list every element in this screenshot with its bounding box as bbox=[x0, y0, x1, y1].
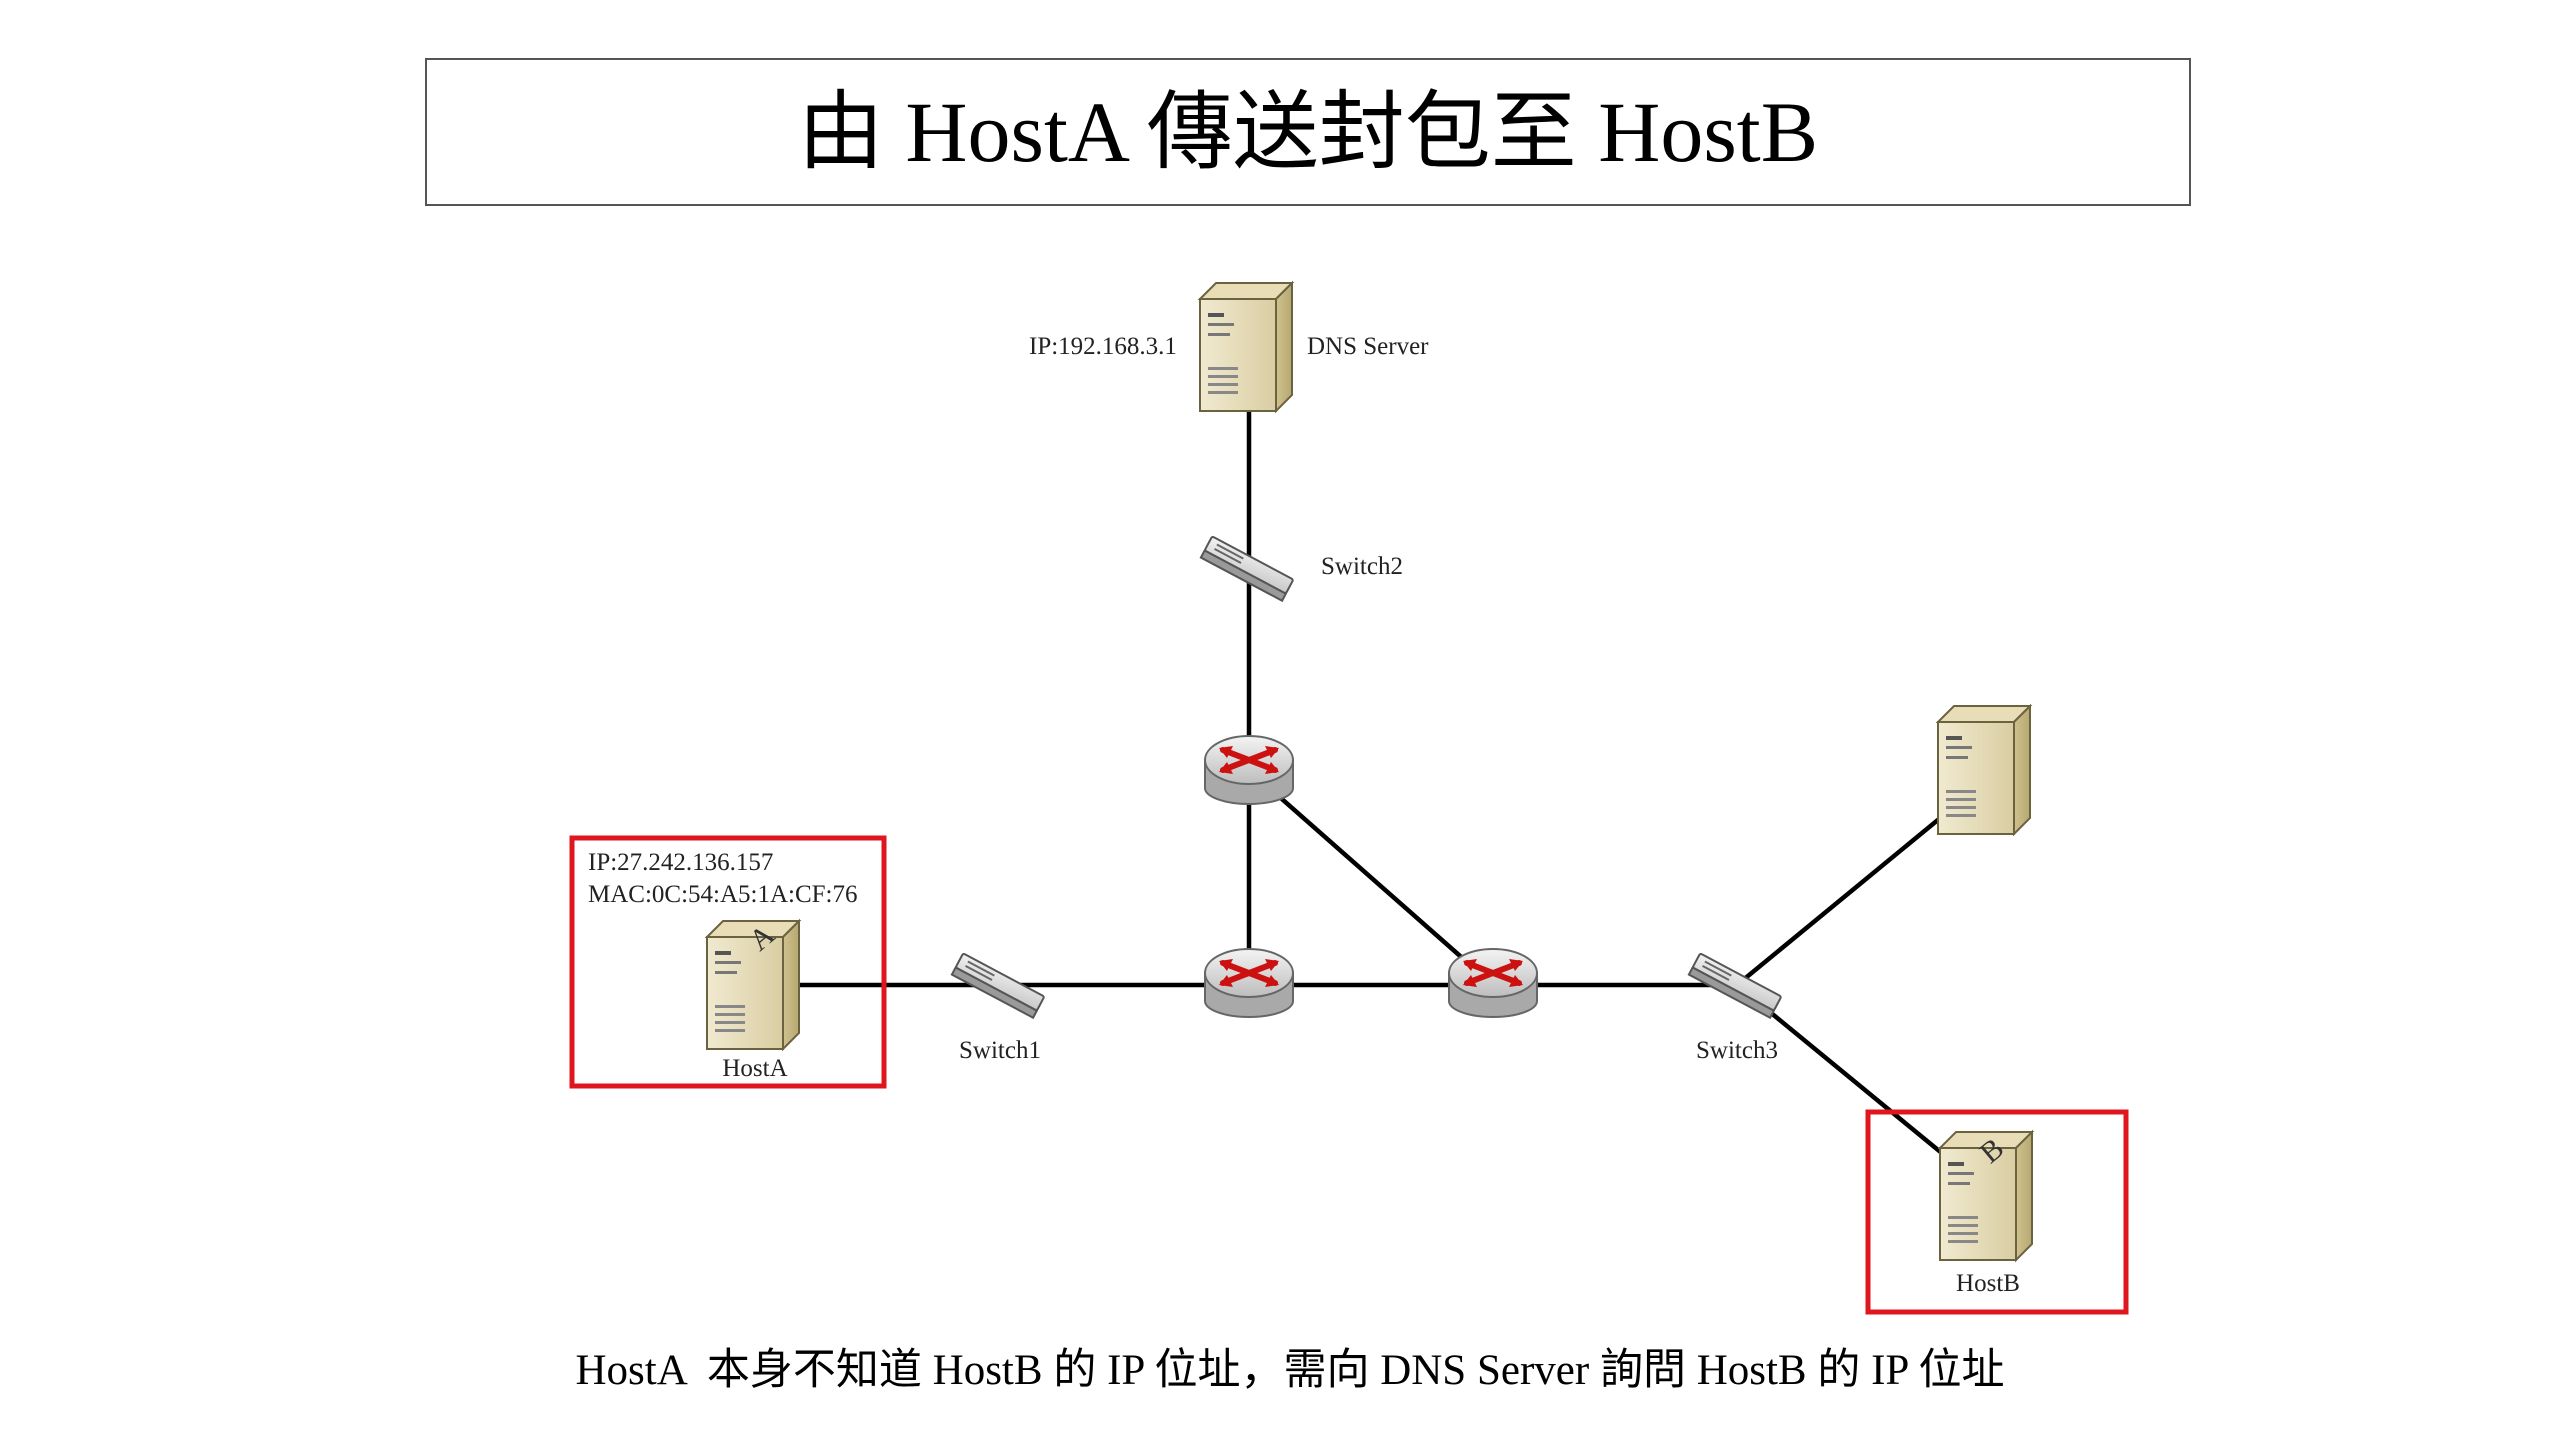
host-a-label: HostA bbox=[722, 1055, 787, 1082]
switch1-label: Switch1 bbox=[959, 1037, 1041, 1064]
switch3[interactable]: Switch3 bbox=[1687, 952, 1783, 1064]
switch3-label: Switch3 bbox=[1696, 1037, 1778, 1064]
router-middle[interactable] bbox=[1205, 949, 1293, 1017]
switch2[interactable]: Switch2 bbox=[1199, 535, 1403, 602]
host-b-label: HostB bbox=[1956, 1270, 2020, 1297]
link-switch3-server-right bbox=[1735, 808, 1952, 987]
caption: HostA 本身不知道 HostB 的 IP 位址，需向 DNS Server … bbox=[575, 1346, 2004, 1394]
host-b[interactable]: B HostB bbox=[1865, 1109, 2129, 1315]
host-a-ip: IP:27.242.136.157 bbox=[588, 849, 773, 876]
server-tower-icon bbox=[1937, 705, 2031, 835]
page-title: 由 HostA 傳送封包至 HostB bbox=[798, 84, 1818, 180]
host-b-highlight bbox=[1865, 1109, 2129, 1315]
server-tower-icon bbox=[1199, 282, 1293, 412]
router-right[interactable] bbox=[1449, 949, 1537, 1017]
title-box bbox=[425, 58, 2191, 206]
server-right[interactable] bbox=[1937, 705, 2031, 835]
link-switch3-hostb bbox=[1735, 983, 1962, 1170]
router-icon bbox=[1205, 736, 1293, 804]
host-a-highlight bbox=[569, 835, 887, 1089]
switch1[interactable]: Switch1 bbox=[950, 952, 1046, 1064]
dns-server[interactable]: IP:192.168.3.1 DNS Server bbox=[1029, 282, 1429, 412]
router-icon bbox=[1449, 949, 1537, 1017]
router-icon bbox=[1205, 949, 1293, 1017]
switch2-label: Switch2 bbox=[1321, 553, 1403, 580]
dns-server-label: DNS Server bbox=[1307, 333, 1429, 360]
router-top[interactable] bbox=[1205, 736, 1293, 804]
host-a[interactable]: IP:27.242.136.157 MAC:0C:54:A5:1A:CF:76 … bbox=[569, 835, 887, 1089]
dns-server-ip: IP:192.168.3.1 bbox=[1029, 333, 1177, 360]
link-router-top-router-right bbox=[1247, 768, 1495, 987]
host-a-mac: MAC:0C:54:A5:1A:CF:76 bbox=[588, 881, 858, 908]
